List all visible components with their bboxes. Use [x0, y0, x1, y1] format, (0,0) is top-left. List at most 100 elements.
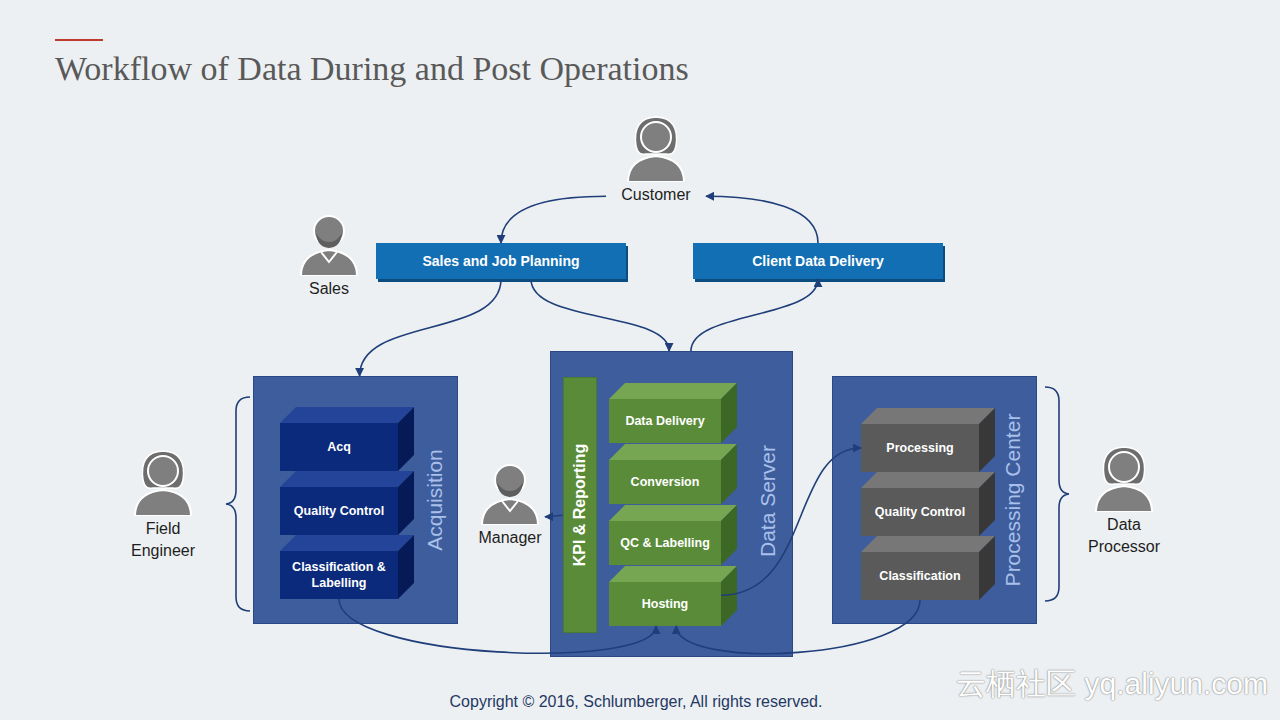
person-label: Manager	[475, 527, 545, 549]
beard	[316, 233, 342, 248]
block-side	[721, 505, 737, 565]
box-label: QC & Labelling	[616, 535, 714, 551]
block-faces	[861, 536, 995, 600]
block-top	[861, 408, 995, 424]
hair	[142, 451, 183, 488]
collar	[321, 252, 337, 262]
page-title: Workflow of Data During and Post Operati…	[55, 50, 689, 87]
block-side	[398, 535, 414, 599]
group-panel: Processing Center ProcessingQuality Contr…	[832, 376, 1037, 624]
collar	[502, 501, 518, 511]
block-top	[609, 444, 737, 460]
beard	[497, 482, 523, 497]
process-bar: Client Data Delivery	[693, 243, 943, 279]
box-label: Data Delivery	[621, 413, 708, 429]
flow-connector	[545, 515, 563, 517]
block-top	[861, 536, 995, 552]
stacked-block: Quality Control	[280, 487, 398, 535]
person-head	[641, 122, 671, 152]
person-body	[135, 490, 191, 516]
block-side	[979, 536, 995, 600]
hair	[635, 117, 676, 154]
box-label: Conversion	[627, 474, 704, 490]
box-label: Processing	[882, 440, 957, 456]
flow-connector	[721, 448, 861, 595]
block-side	[979, 472, 995, 536]
box-label: Client Data Delivery	[746, 253, 890, 269]
person-figure: Manager	[475, 455, 545, 549]
block-top	[280, 407, 414, 423]
person-body	[1096, 486, 1152, 512]
box-label: Quality Control	[290, 503, 388, 519]
person-head	[1109, 452, 1139, 482]
person-figure: Data Processor	[1079, 442, 1169, 557]
title-holder: Workflow of Data During and Post Operati…	[55, 50, 689, 88]
vertical-label: Data Server	[756, 445, 780, 557]
person-figure: Sales	[284, 206, 374, 300]
copyright-note-holder: Copyright © 2016, Schlumberger, All righ…	[450, 693, 823, 711]
box-label: Acq	[323, 439, 355, 455]
block-faces	[609, 444, 737, 504]
copyright-note: Copyright © 2016, Schlumberger, All righ…	[450, 693, 823, 710]
person-icon	[1092, 442, 1156, 512]
hair	[1103, 447, 1144, 484]
flow-connector	[339, 599, 656, 653]
stacked-block: Processing	[861, 424, 979, 472]
box-label: Hosting	[638, 596, 693, 612]
group-panel: Data Server KPI & Reporting Data DeliveryC…	[550, 351, 793, 657]
watermark-holder: 云栖社区 yq.aliyun.com	[956, 664, 1268, 705]
vertical-label: Acquisition	[423, 449, 447, 551]
block-side	[398, 471, 414, 535]
stacked-block: Classification	[861, 552, 979, 600]
person-body	[482, 499, 538, 525]
person-icon	[131, 446, 195, 516]
block-side	[721, 383, 737, 443]
reporting-bar: KPI & Reporting	[563, 377, 597, 633]
block-side	[398, 407, 414, 471]
stacked-block: Conversion	[609, 460, 721, 504]
block-faces	[609, 383, 737, 443]
vertical-label: KPI & Reporting	[571, 444, 589, 567]
person-label: Customer	[606, 184, 706, 206]
stacked-block: Acq	[280, 423, 398, 471]
person-figure: Customer	[606, 112, 706, 206]
block-side	[721, 444, 737, 504]
block-side	[979, 408, 995, 472]
flow-connector	[531, 279, 669, 351]
flow-connector	[501, 196, 606, 243]
block-top	[609, 505, 737, 521]
person-body	[301, 250, 357, 276]
process-bar: Sales and Job Planning	[376, 243, 626, 279]
person-icon	[297, 206, 361, 276]
person-head	[148, 456, 178, 486]
block-faces	[609, 566, 737, 626]
block-faces	[861, 472, 995, 536]
block-faces	[280, 407, 414, 471]
block-top	[861, 472, 995, 488]
group-panel: Acquisition AcqQuality ControlClassificat…	[253, 376, 458, 624]
stacked-block: Data Delivery	[609, 399, 721, 443]
block-top	[280, 471, 414, 487]
flow-connector	[676, 600, 920, 654]
block-top	[609, 383, 737, 399]
stacked-block: QC & Labelling	[609, 521, 721, 565]
block-faces	[609, 505, 737, 565]
person-figure: Field Engineer	[118, 446, 208, 561]
accent-line	[55, 39, 103, 41]
stacked-block: Quality Control	[861, 488, 979, 536]
block-top	[280, 535, 414, 551]
bracket	[1045, 387, 1069, 601]
box-label: Sales and Job Planning	[416, 253, 585, 269]
person-body	[628, 156, 684, 182]
watermark: 云栖社区 yq.aliyun.com	[956, 667, 1268, 700]
block-faces	[861, 408, 995, 472]
flow-connector	[691, 279, 818, 351]
stacked-block: Hosting	[609, 582, 721, 626]
vertical-label: Processing Center	[1001, 414, 1025, 587]
block-top	[609, 566, 737, 582]
box-label: Quality Control	[871, 504, 969, 520]
person-icon	[624, 112, 688, 182]
box-label: Classification & Labelling	[280, 559, 398, 592]
person-label: Field Engineer	[118, 518, 208, 561]
